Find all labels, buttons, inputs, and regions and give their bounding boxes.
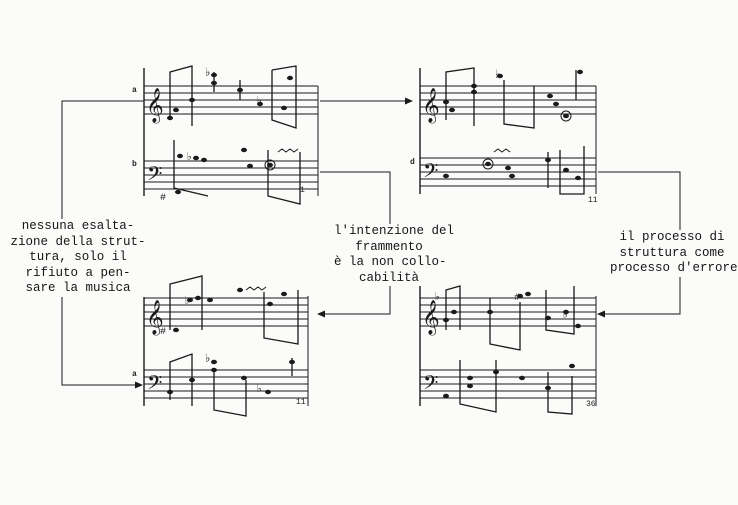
caption-line: l'intenzione del [334,224,455,238]
treble-clef-icon: 𝄞 [146,88,164,124]
caption-line: cabilità [358,270,419,285]
treble-clef-icon: 𝄞 [422,88,440,124]
panel-bottom-left: 𝄞 𝄢 ♭ ♭ ♭ # [143,275,309,417]
svg-text:♭: ♭ [256,96,263,108]
svg-text:♭: ♭ [434,292,441,304]
panel-top-right: 𝄞 𝄢 ♭ [419,67,597,195]
caption-line: tura, solo il [29,250,127,264]
staff-letter: a [132,370,137,379]
svg-text:♭: ♭ [204,352,211,366]
noteheads [167,72,293,195]
bass-clef-icon: 𝄢 [147,162,162,190]
panel-top-left: 𝄞 𝄢 ♭ ♭ ♭ # [143,65,319,205]
svg-text:#: # [514,293,520,304]
bass-clef-icon: 𝄢 [423,159,438,187]
caption-center: l'intenzione del frammento è la non coll… [334,224,455,286]
caption-line: il processo di [619,230,725,244]
bar-number: 11 [296,398,306,407]
svg-text:#: # [160,193,166,204]
svg-text:♭: ♭ [562,310,569,322]
caption-line: frammento [355,239,423,254]
caption-line: struttura come [619,245,725,260]
svg-text:♭: ♭ [186,152,193,164]
bar-number: 36 [586,400,596,409]
treble-clef-icon: 𝄞 [422,300,440,336]
treble-clef-icon: 𝄞 [146,300,164,336]
caption-left: nessuna esalta- zione della strut- tura,… [10,219,146,297]
caption-line: sare la musica [25,281,131,295]
panel-bottom-right: 𝄞 𝄢 ♭ ♭ # [419,280,597,415]
staff-letter: d [410,158,415,167]
caption-line: è la non collo- [334,255,447,269]
bass-clef-icon: 𝄢 [147,371,162,399]
bar-number: 1 [300,186,305,195]
svg-text:♭: ♭ [184,296,191,308]
staff-letter: a [132,86,137,95]
svg-text:♭: ♭ [494,68,501,82]
bass-clef-icon: 𝄢 [423,371,438,399]
caption-right: il processo di struttura come processo d… [610,230,738,277]
svg-text:♭: ♭ [256,384,263,396]
staff-bass [144,160,318,190]
caption-line: nessuna esalta- [21,219,135,233]
svg-text:#: # [160,327,166,338]
caption-line: rifiuto a pen- [25,265,131,280]
svg-text:♭: ♭ [204,66,211,80]
caption-line: zione della strut- [10,234,146,249]
caption-line: processo d'errore [610,261,738,275]
bar-number: 11 [588,196,598,205]
staff-treble [144,85,318,115]
staff-letter: b [132,160,137,169]
